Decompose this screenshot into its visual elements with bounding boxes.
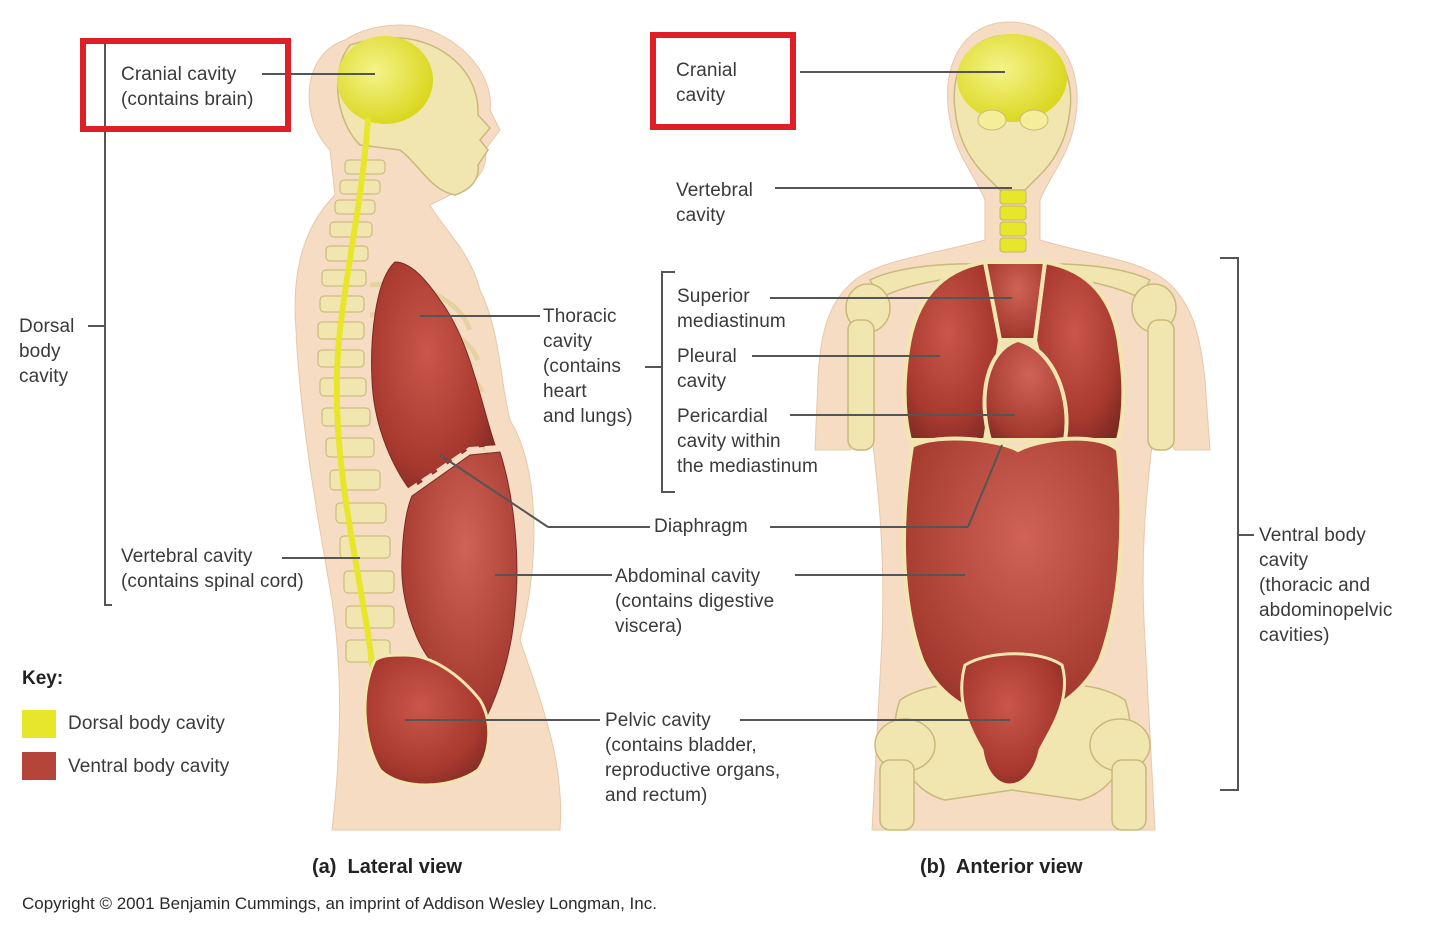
- legend-title: Key:: [22, 668, 64, 689]
- copyright-notice: Copyright © 2001 Benjamin Cummings, an i…: [22, 894, 657, 913]
- lateral-view-figure: [294, 24, 562, 831]
- anterior-pleural-cavity-left: [902, 259, 1003, 442]
- label-pelvic-cavity: Pelvic cavity (contains bladder, reprodu…: [605, 710, 781, 806]
- anterior-cervical-spine: [999, 189, 1027, 253]
- lateral-diaphragm: [406, 445, 501, 495]
- legend-label-ventral: Ventral body cavity: [68, 756, 230, 777]
- label-diaphragm: Diaphragm: [654, 516, 748, 537]
- caption-lateral-view: (a) Lateral view: [312, 856, 463, 878]
- label-superior-mediastinum: Superior mediastinum: [677, 286, 786, 332]
- anterior-view-figure: [814, 21, 1211, 831]
- label-cranial-cavity-lateral: Cranial cavity (contains brain): [121, 64, 254, 110]
- lateral-spinal-cord: [333, 117, 375, 668]
- label-cranial-cavity-anterior: Cranial cavity: [676, 60, 737, 106]
- label-abdominal-cavity: Abdominal cavity (contains digestive vis…: [615, 566, 775, 637]
- legend-swatch-dorsal: [22, 710, 56, 738]
- anterior-cranial-cavity: [957, 34, 1067, 122]
- anterior-superior-mediastinum: [982, 260, 1048, 342]
- label-pleural-cavity: Pleural cavity: [677, 346, 737, 392]
- label-vertebral-cavity-anterior: Vertebral cavity: [676, 180, 753, 226]
- eye-socket-left: [977, 109, 1007, 131]
- label-ventral-body-cavity: Ventral body cavity (thoracic and abdomi…: [1259, 525, 1393, 646]
- leader-lines: [88, 41, 1254, 791]
- eye-socket-right: [1019, 109, 1049, 131]
- caption-anterior-view: (b) Anterior view: [920, 856, 1083, 878]
- anterior-pelvic-cavity: [960, 652, 1067, 787]
- anterior-abdominal-cavity: [902, 436, 1124, 723]
- highlight-box-cranial-anterior: [650, 32, 796, 130]
- legend-swatch-ventral: [22, 752, 56, 780]
- label-vertebral-cavity-lateral: Vertebral cavity (contains spinal cord): [121, 546, 304, 592]
- lateral-cranial-cavity: [337, 36, 433, 124]
- legend-label-dorsal: Dorsal body cavity: [68, 713, 226, 734]
- label-thoracic-cavity: Thoracic cavity (contains heart and lung…: [543, 306, 633, 427]
- label-dorsal-body-cavity: Dorsal body cavity: [19, 316, 75, 387]
- highlight-box-cranial-lateral: [80, 38, 291, 132]
- label-pericardial-cavity: Pericardial cavity within the mediastinu…: [677, 406, 818, 477]
- lateral-abdominal-cavity: [401, 451, 518, 721]
